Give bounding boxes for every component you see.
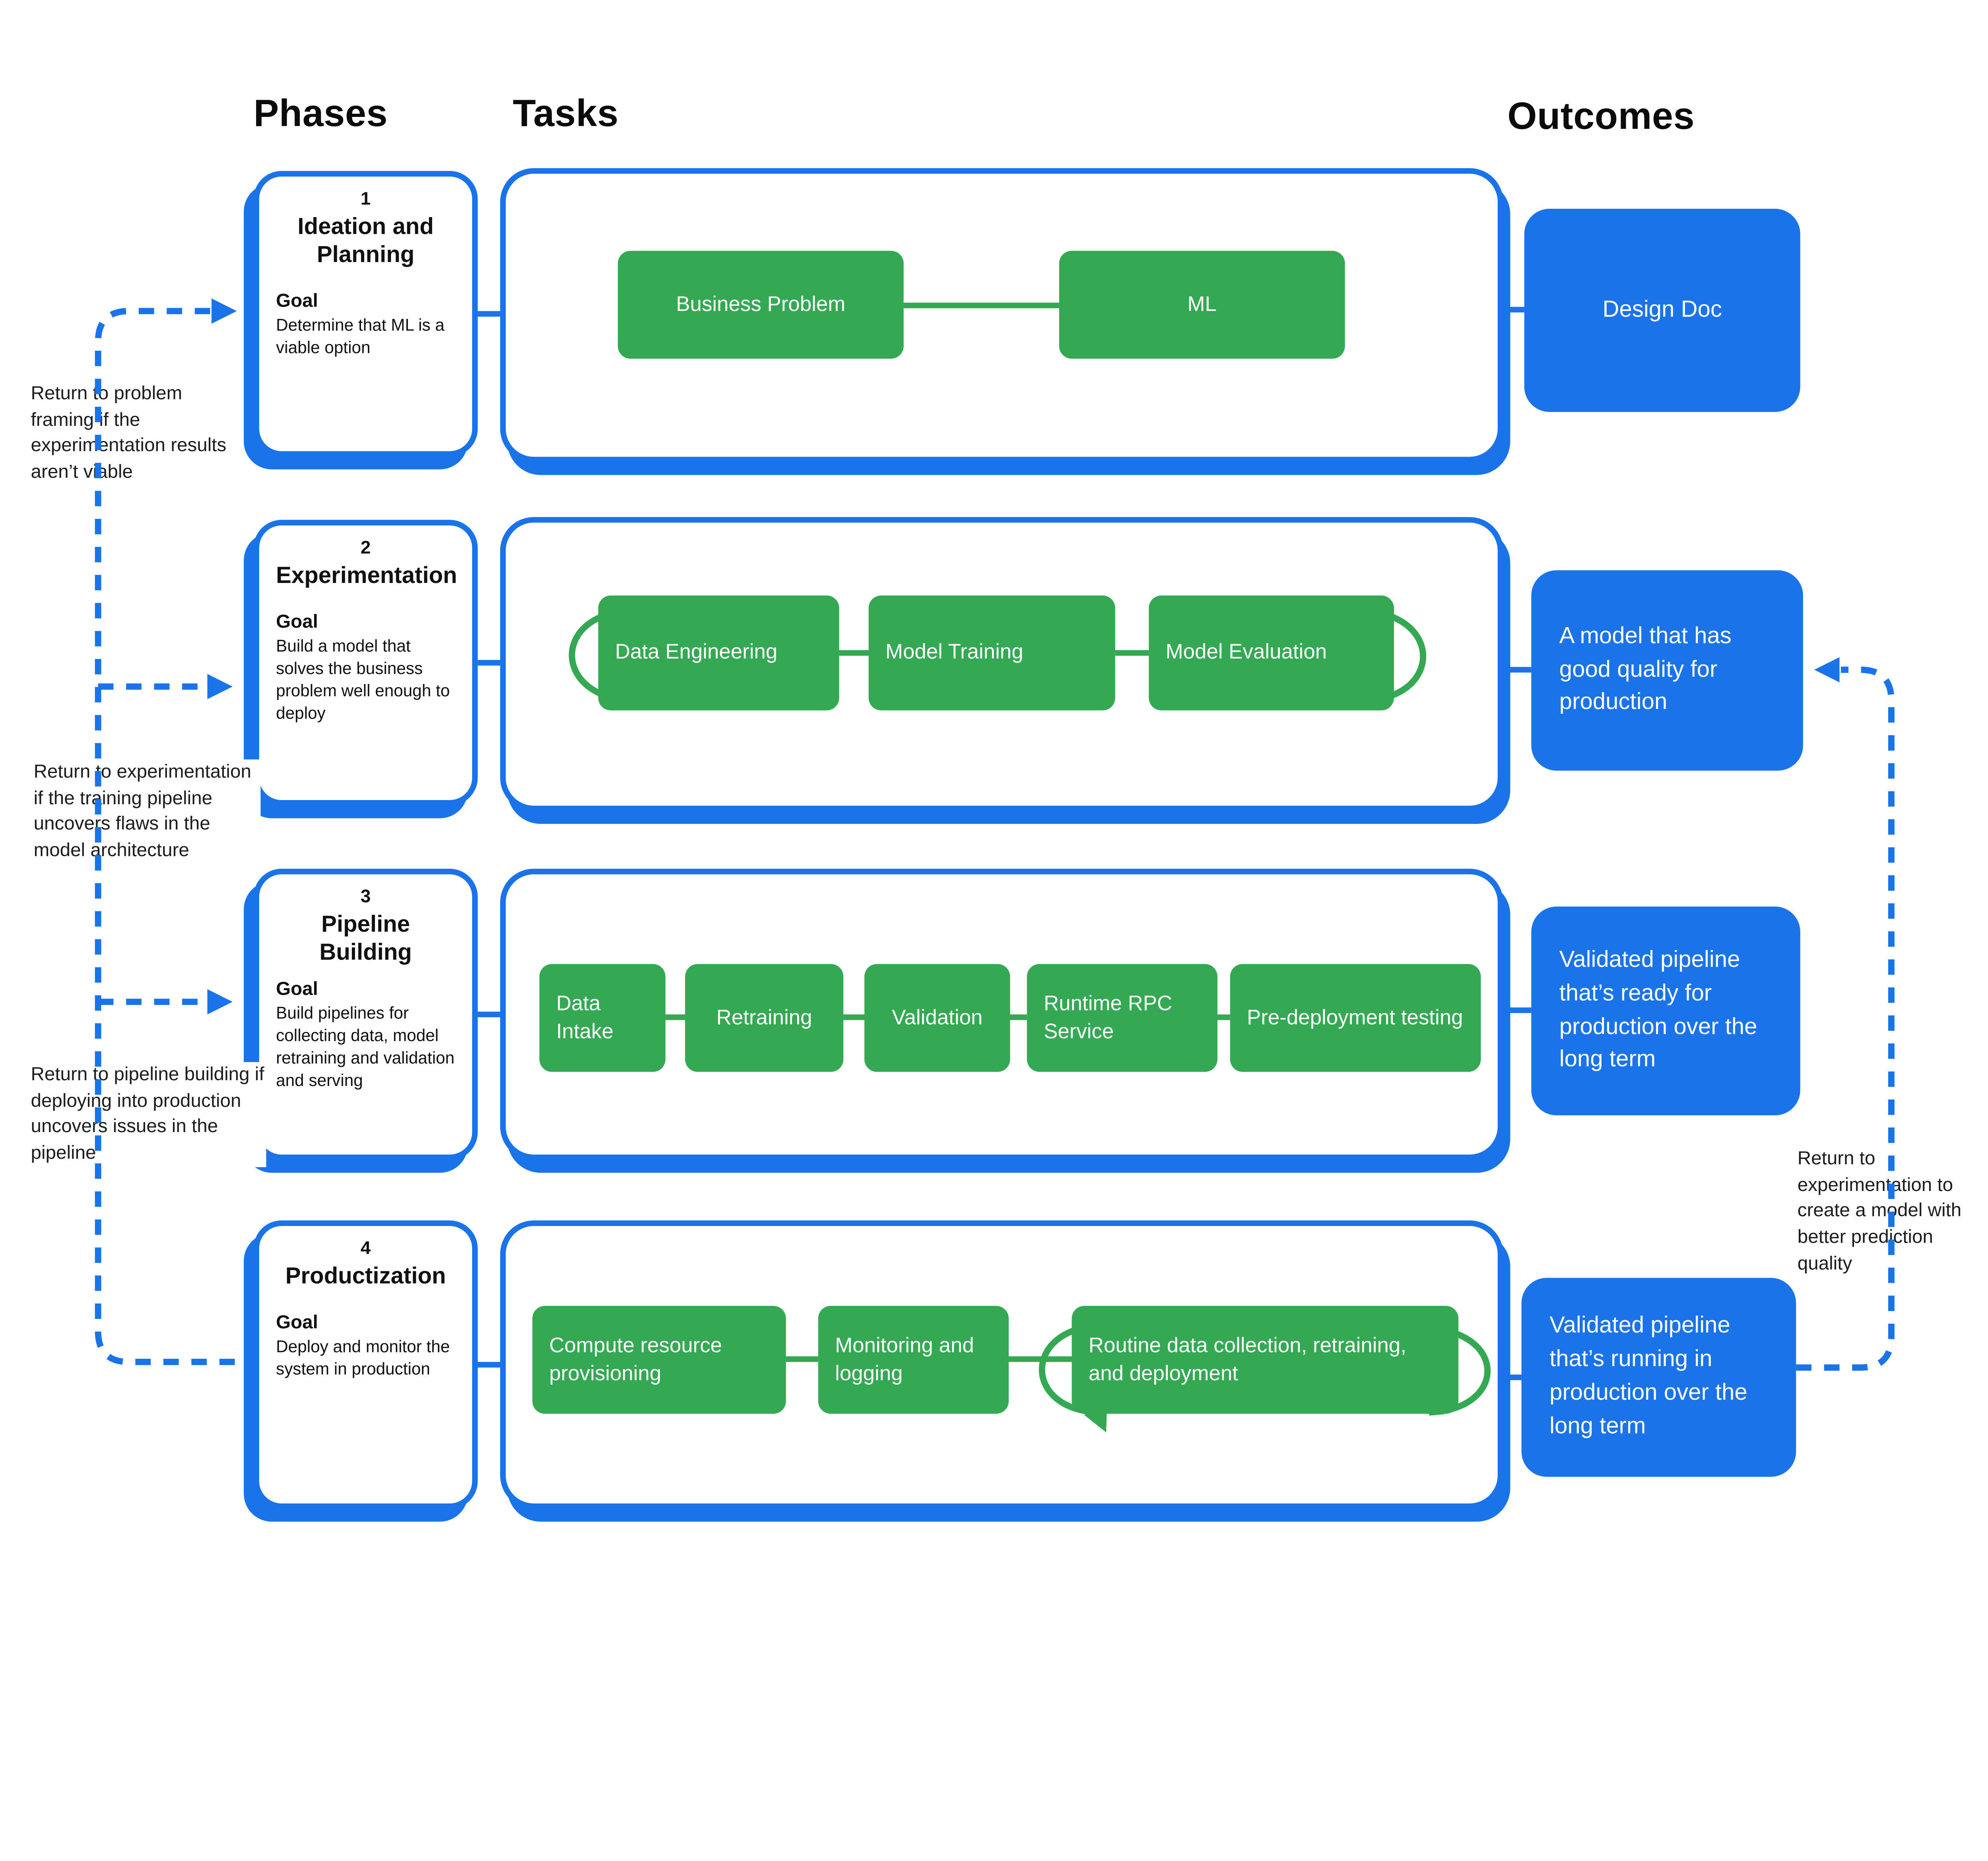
connector-tasks3-outcome xyxy=(1503,1007,1532,1013)
connector-monitoring-routine xyxy=(1008,1356,1072,1362)
phase-title: Experimentation xyxy=(276,563,457,589)
goal-text: Build pipelines for collecting data, mod… xyxy=(276,1003,455,1090)
connector-compute-monitoring xyxy=(786,1356,818,1362)
goal-label: Goal xyxy=(276,978,318,1000)
task-compute-resource-provisioning: Compute resource provisioning xyxy=(532,1306,786,1414)
connector-validation-rpc xyxy=(1010,1014,1027,1020)
connector-tasks1-outcome xyxy=(1503,307,1524,313)
goal-text: Build a model that solves the business p… xyxy=(276,636,450,723)
return-arrow-to-phase1-icon xyxy=(212,298,237,324)
goal-label: Goal xyxy=(276,611,318,632)
task-model-training: Model Training xyxy=(868,595,1115,711)
return-arrow-to-outcome2-icon xyxy=(1814,657,1840,682)
outcome-good-quality-model: A model that has good quality for produc… xyxy=(1531,570,1803,771)
phases-column-header: Phases xyxy=(253,92,388,135)
phase-title: Pipeline Building xyxy=(319,912,412,966)
task-model-evaluation: Model Evaluation xyxy=(1149,595,1394,711)
return-arrow-to-phase2-icon xyxy=(207,674,233,699)
tasks-column-header: Tasks xyxy=(513,92,619,135)
outcome-design-doc: Design Doc xyxy=(1524,209,1800,412)
connector-phase1-tasks xyxy=(478,311,500,317)
task-validation: Validation xyxy=(864,964,1010,1072)
connector-phase4-tasks xyxy=(478,1362,500,1368)
connector-retraining-validation xyxy=(843,1014,865,1020)
task-business-problem: Business Problem xyxy=(617,251,904,359)
ml-workflow-diagram: Phases Tasks Outcomes 1 Ideation and Pla… xyxy=(31,92,1980,1509)
annotation-return-pipeline-building: Return to pipeline building if deploying… xyxy=(31,1062,266,1167)
phase-card-productization: 4 Productization Goal Deploy and monitor… xyxy=(253,1220,478,1509)
connector-rpc-predeploy xyxy=(1217,1014,1230,1020)
task-retraining: Retraining xyxy=(685,964,844,1072)
goal-label: Goal xyxy=(276,1311,318,1333)
phase-number: 3 xyxy=(360,885,371,907)
return-arrow-to-phase3-icon xyxy=(207,989,233,1015)
task-data-intake: Data Intake xyxy=(539,964,666,1072)
outcome-pipeline-running-production: Validated pipeline that’s running in pro… xyxy=(1521,1278,1796,1477)
phase-title: Ideation and Planning xyxy=(297,214,434,268)
phase-card-ideation-planning: 1 Ideation and Planning Goal Determine t… xyxy=(253,171,478,457)
phase-number: 4 xyxy=(360,1237,371,1259)
goal-text: Deploy and monitor the system in product… xyxy=(276,1337,450,1379)
task-ml: ML xyxy=(1059,251,1345,359)
connector-training-evaluation xyxy=(1115,650,1149,656)
phase-number: 2 xyxy=(360,536,371,558)
phase-title: Productization xyxy=(285,1264,446,1289)
task-predeployment-testing: Pre-deployment testing xyxy=(1230,964,1481,1072)
connector-phase3-tasks xyxy=(478,1012,500,1018)
task-monitoring-logging: Monitoring and logging xyxy=(818,1306,1009,1414)
connector-intake-retraining xyxy=(665,1014,685,1020)
task-runtime-rpc-service: Runtime RPC Service xyxy=(1027,964,1218,1072)
outcomes-column-header: Outcomes xyxy=(1507,95,1695,138)
connector-tasks2-outcome xyxy=(1503,667,1532,673)
connector-phase2-tasks xyxy=(478,660,500,666)
annotation-return-experimentation: Return to experimentation if the trainin… xyxy=(33,759,261,864)
phase-number: 1 xyxy=(360,188,371,209)
phase-card-pipeline-building: 3 Pipeline Building Goal Build pipelines… xyxy=(253,868,478,1160)
phase-card-experimentation: 2 Experimentation Goal Build a model tha… xyxy=(253,520,478,806)
outcome-validated-pipeline-ready: Validated pipeline that’s ready for prod… xyxy=(1531,906,1800,1115)
connector-tasks4-outcome xyxy=(1503,1374,1522,1380)
connector-business-problem-ml xyxy=(903,303,1059,309)
task-routine-collection-retraining-deployment: Routine data collection, retraining, and… xyxy=(1072,1306,1459,1414)
annotation-return-problem-framing: Return to problem framing if the experim… xyxy=(31,381,230,486)
task-data-engineering: Data Engineering xyxy=(598,595,839,711)
goal-text: Determine that ML is a viable option xyxy=(276,315,445,357)
connector-dataeng-training xyxy=(839,650,869,656)
annotation-return-experimentation-quality: Return to experimentation to create a mo… xyxy=(1797,1146,1980,1277)
goal-label: Goal xyxy=(276,290,318,312)
